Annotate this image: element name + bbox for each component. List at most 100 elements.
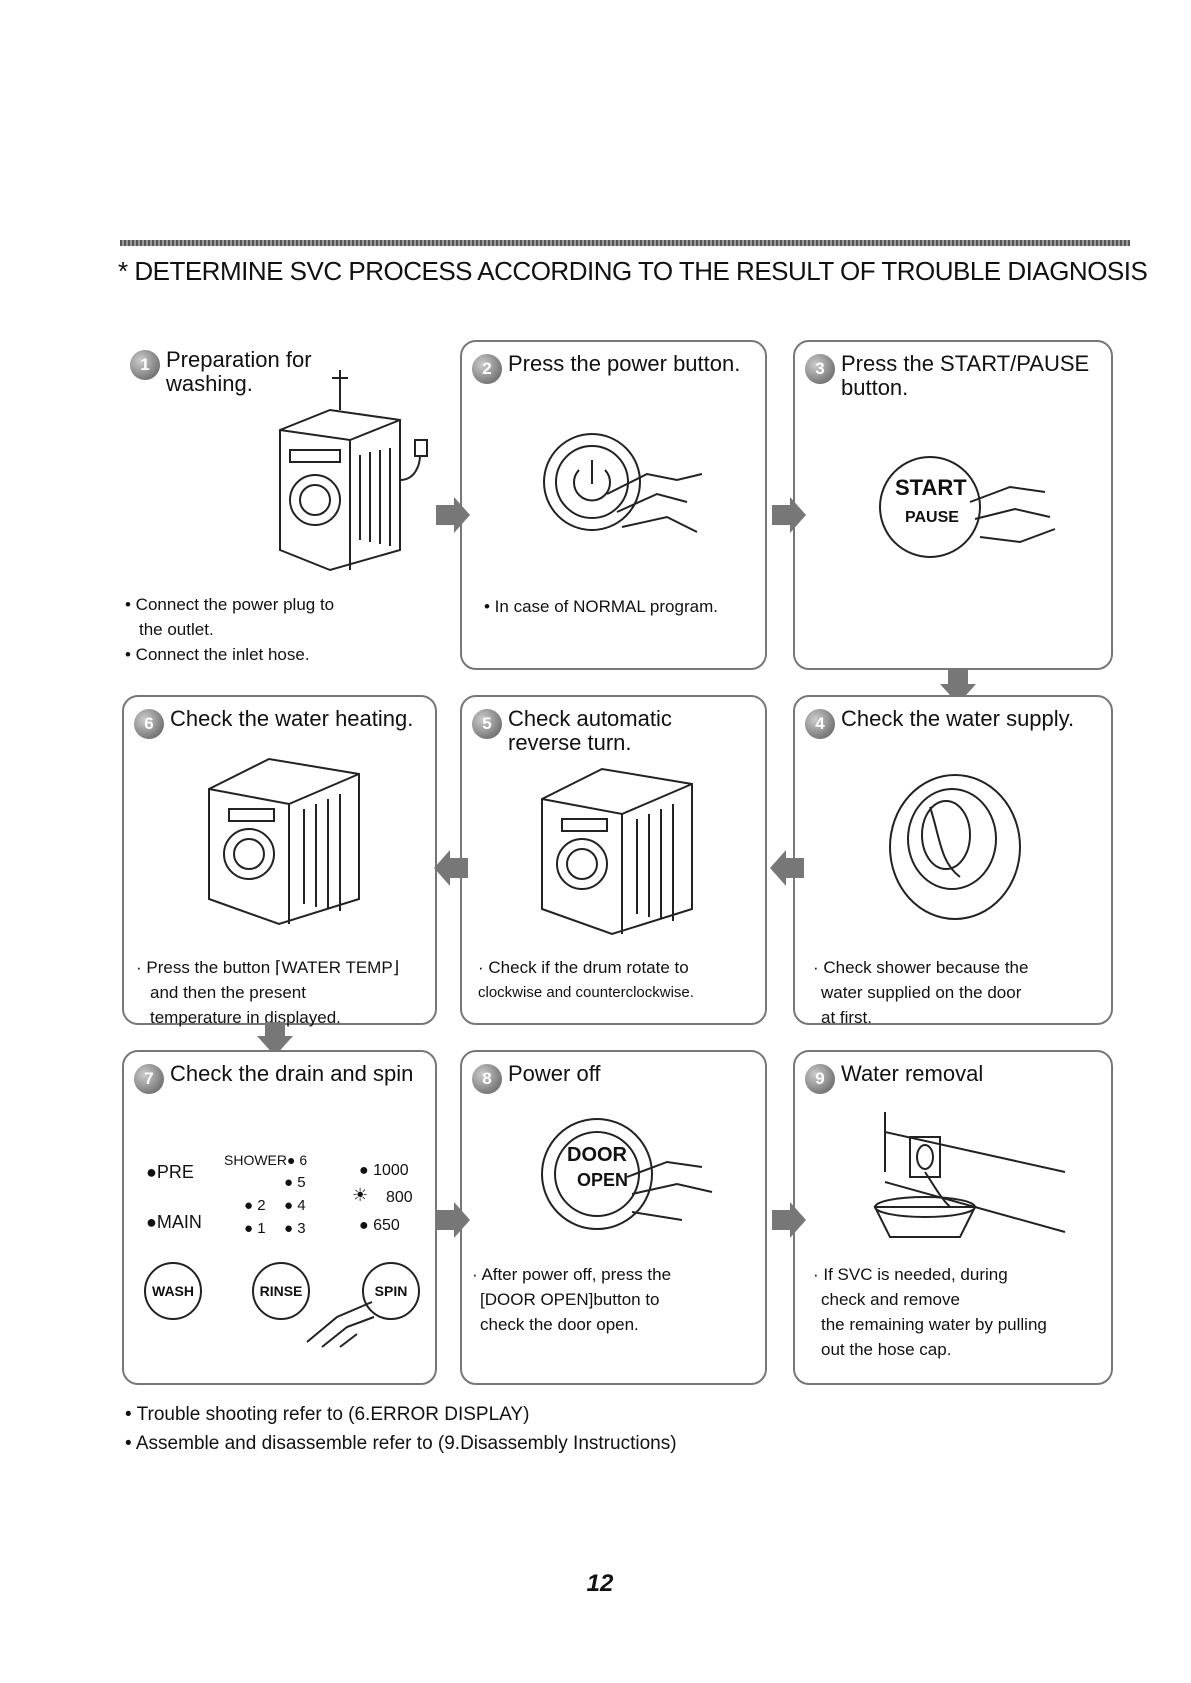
note-line: [DOOR OPEN]button to: [480, 1290, 660, 1309]
step-3-header: 3 Press the START/PAUSE button.: [805, 352, 1101, 400]
step-badge: 7: [134, 1064, 164, 1094]
note-line: at first.: [821, 1008, 873, 1027]
spin-button[interactable]: SPIN: [362, 1262, 420, 1320]
door-label: DOOR: [567, 1144, 627, 1166]
start-pause-button-illustration: START PAUSE: [875, 447, 1065, 567]
note-line: out the hose cap.: [821, 1340, 952, 1359]
step-badge: 4: [805, 709, 835, 739]
step-2-notes: • In case of NORMAL program.: [484, 594, 754, 619]
washing-machine-illustration: [208, 757, 360, 926]
step-8-notes: · After power off, press the [DOOR OPEN]…: [472, 1262, 762, 1337]
step-badge: 1: [130, 350, 160, 380]
note-line: clockwise and counterclockwise.: [478, 984, 694, 1001]
step-2-card: 2 Press the power button. • In case of N…: [460, 340, 767, 670]
step-title: Check the water heating.: [170, 706, 414, 731]
door-gasket-illustration: [889, 774, 1021, 920]
note-line: · If SVC is needed, during: [813, 1265, 1008, 1284]
panel-level-5: ● 5: [284, 1174, 306, 1191]
note-line: · Check shower because the: [813, 958, 1029, 977]
panel-level-2: ● 2: [244, 1197, 266, 1214]
step-title: Check automatic reverse turn.: [508, 706, 672, 755]
note-line: • Connect the inlet hose.: [125, 645, 310, 664]
arrow-down-icon: [940, 670, 976, 704]
sun-icon: ☀: [352, 1185, 369, 1205]
step-4-header: 4 Check the water supply.: [805, 707, 1101, 739]
step-title: Press the START/PAUSE button.: [841, 351, 1090, 400]
arrow-left-icon: [770, 850, 804, 886]
step-5-header: 5 Check automatic reverse turn.: [472, 707, 755, 755]
note-line: temperature in displayed.: [150, 1008, 341, 1027]
step-5-notes: · Check if the drum rotate to clockwise …: [478, 955, 763, 1005]
page-number: 12: [586, 1570, 614, 1597]
step-title: Press the power button.: [508, 351, 741, 376]
step-title: Check the drain and spin: [170, 1061, 414, 1086]
note-line: check and remove: [821, 1290, 960, 1309]
water-removal-illustration: [873, 1112, 1066, 1238]
step-badge: 3: [805, 354, 835, 384]
page-title: * DETERMINE SVC PROCESS ACCORDING TO THE…: [118, 256, 1148, 286]
step-title: Water removal: [841, 1061, 984, 1086]
arrow-left-icon: [434, 850, 468, 886]
step-badge: 2: [472, 354, 502, 384]
note-line: · Check if the drum rotate to: [478, 958, 689, 977]
step-4-card: 4 Check the water supply. · Check shower…: [793, 695, 1113, 1027]
arrow-right-icon: [436, 497, 470, 533]
note-line: the remaining water by pulling: [821, 1315, 1047, 1334]
footer-note: • Assemble and disassemble refer to (9.D…: [125, 1433, 677, 1454]
header-rule: [120, 240, 1130, 246]
note-line: · After power off, press the: [472, 1265, 672, 1284]
step-badge: 6: [134, 709, 164, 739]
washing-machine-illustration: [279, 370, 428, 572]
step-1-notes: • Connect the power plug to the outlet. …: [125, 592, 425, 667]
step-badge: 5: [472, 709, 502, 739]
arrow-down-icon: [257, 1022, 293, 1056]
washing-machine-illustration: [541, 767, 693, 936]
step-7-card: 7 Check the drain and spin ●PRE ●MAIN SH…: [122, 1050, 437, 1385]
step-5-card: 5 Check automatic reverse turn. · Check …: [460, 695, 767, 1025]
wash-button[interactable]: WASH: [144, 1262, 202, 1320]
step-badge: 9: [805, 1064, 835, 1094]
step-title: Check the water supply.: [841, 706, 1075, 731]
panel-level-4: ● 4: [284, 1197, 306, 1214]
panel-spin-650: ● 650: [359, 1217, 400, 1234]
note-line: • Connect the power plug to: [125, 595, 335, 614]
pause-label: PAUSE: [905, 509, 959, 526]
panel-spin-1000: ● 1000: [359, 1162, 409, 1179]
panel-level-3: ● 3: [284, 1220, 306, 1237]
step-badge: 8: [472, 1064, 502, 1094]
door-open-button-illustration: DOOR OPEN: [532, 1112, 722, 1242]
panel-main: ●MAIN: [146, 1212, 202, 1232]
step-title: Preparation for washing.: [166, 347, 312, 396]
step-1-card: 1 Preparation for washing. • Connect the…: [125, 340, 445, 670]
power-button-illustration: [543, 433, 703, 533]
step-9-header: 9 Water removal: [805, 1062, 1101, 1094]
arrow-right-icon: [772, 1202, 806, 1238]
step-4-notes: · Check shower because the water supplie…: [813, 955, 1103, 1030]
note-line: • In case of NORMAL program.: [484, 597, 718, 616]
step-title: Power off: [508, 1061, 601, 1086]
step-7-header: 7 Check the drain and spin: [134, 1062, 425, 1094]
step-6-notes: · Press the button ⌈WATER TEMP⌋ and then…: [136, 955, 431, 1030]
arrow-right-icon: [772, 497, 806, 533]
step-3-card: 3 Press the START/PAUSE button. START PA…: [793, 340, 1113, 670]
step-8-header: 8 Power off: [472, 1062, 755, 1094]
panel-spin-800: 800: [386, 1189, 413, 1206]
control-panel: ●PRE ●MAIN SHOWER● 6 ● 5 ● 2 ● 4 ● 1 ● 3…: [124, 1052, 439, 1387]
note-line: · Press the button ⌈WATER TEMP⌋: [136, 958, 400, 977]
footer-notes: • Trouble shooting refer to (6.ERROR DIS…: [125, 1400, 677, 1458]
step-6-header: 6 Check the water heating.: [134, 707, 425, 739]
panel-level-1: ● 1: [244, 1220, 266, 1237]
panel-pre: ●PRE: [146, 1162, 194, 1182]
step-2-header: 2 Press the power button.: [472, 352, 755, 384]
step-9-card: 9 Water removal · If SVC is needed, duri…: [793, 1050, 1113, 1385]
hand-pointer-icon: [306, 1301, 375, 1348]
note-line: and then the present: [150, 983, 306, 1002]
note-line: check the door open.: [480, 1315, 639, 1334]
rinse-button[interactable]: RINSE: [252, 1262, 310, 1320]
footer-note: • Trouble shooting refer to (6.ERROR DIS…: [125, 1404, 530, 1425]
step-1-header: 1 Preparation for washing.: [130, 348, 435, 396]
start-label: START: [895, 475, 967, 500]
step-9-notes: · If SVC is needed, during check and rem…: [813, 1262, 1108, 1362]
step-8-card: 8 Power off DOOR OPEN · After power off,…: [460, 1050, 767, 1385]
arrow-right-icon: [436, 1202, 470, 1238]
